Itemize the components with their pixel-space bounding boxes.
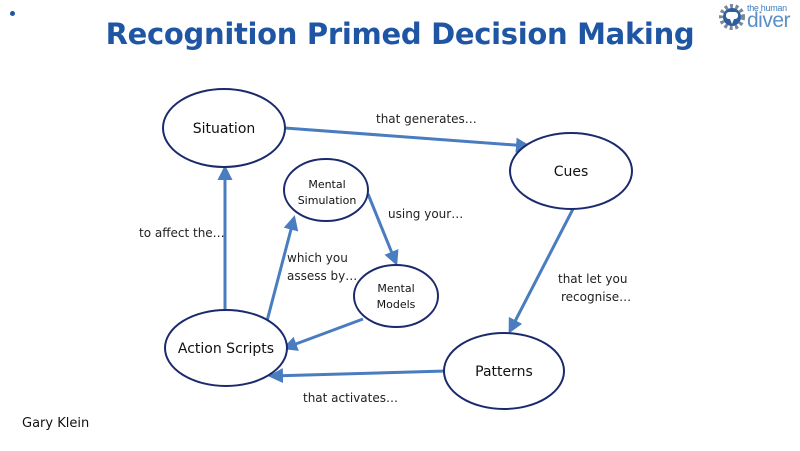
label-that-generates: that generates… bbox=[376, 112, 477, 126]
edge-situation-to-cues bbox=[284, 126, 531, 153]
logo-text-top: the human bbox=[747, 3, 787, 13]
node-situation-label: Situation bbox=[193, 121, 256, 137]
label-using-your: using your… bbox=[388, 207, 463, 221]
node-situation bbox=[162, 88, 286, 168]
node-mental-simulation-label-1: Mental bbox=[308, 178, 345, 191]
label-that-activates: that activates… bbox=[303, 391, 398, 405]
gear-diver-mask-icon bbox=[719, 4, 745, 30]
edge-action-to-simulation bbox=[265, 215, 299, 322]
label-recognise: recognise… bbox=[561, 290, 631, 304]
node-mental-models bbox=[353, 264, 439, 328]
edge-cues-to-patterns bbox=[508, 208, 575, 334]
node-mental-models-label-1: Mental bbox=[377, 282, 414, 295]
node-patterns-label: Patterns bbox=[475, 364, 533, 380]
author-credit: Gary Klein bbox=[22, 416, 90, 431]
slide-title: Recognition Primed Decision Making bbox=[105, 17, 695, 51]
edge-models-to-action bbox=[282, 317, 364, 351]
node-action-scripts bbox=[164, 309, 288, 387]
edge-patterns-to-action bbox=[268, 368, 447, 384]
label-that-let-you: that let you bbox=[558, 272, 627, 286]
edge-simulation-to-models bbox=[366, 193, 399, 266]
node-mental-models-label-2: Models bbox=[377, 298, 416, 311]
label-assess-by: assess by… bbox=[287, 269, 357, 283]
node-patterns bbox=[443, 332, 565, 410]
the-human-diver-logo: the human diver bbox=[718, 2, 798, 32]
bullet-dot bbox=[10, 11, 15, 16]
label-to-affect-the: to affect the… bbox=[139, 226, 225, 240]
node-cues-label: Cues bbox=[554, 164, 589, 180]
node-mental-simulation bbox=[283, 158, 369, 222]
node-mental-simulation-label-2: Simulation bbox=[298, 194, 357, 207]
node-action-scripts-label: Action Scripts bbox=[178, 341, 274, 357]
node-cues bbox=[509, 132, 633, 210]
label-which-you: which you bbox=[287, 251, 348, 265]
logo-text-bottom: diver bbox=[747, 9, 791, 32]
